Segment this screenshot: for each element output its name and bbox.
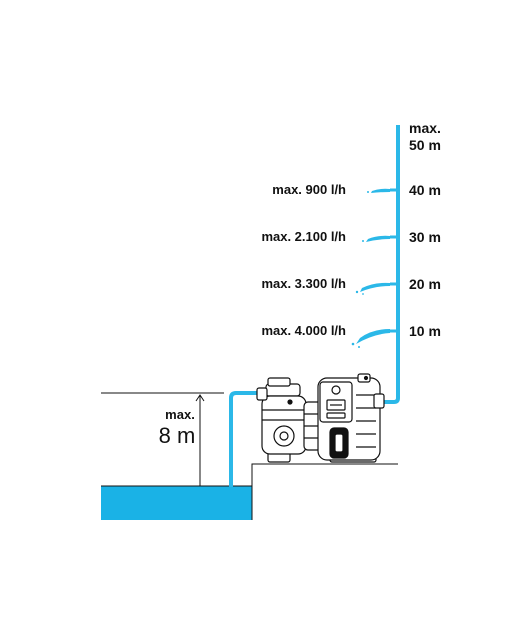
jet-10m [351,329,390,348]
suction-height-value: 8 m [158,423,196,448]
jet-40m [367,188,390,193]
height-label-10m: 10 m [409,323,441,339]
height-label-20m: 20 m [409,276,441,292]
suction-pipe [229,391,262,487]
discharge-max-line2: 50 m [409,137,441,153]
garden-pump-icon [256,373,385,463]
suction-max-label: max. [165,407,195,422]
platform-outline [251,463,398,520]
flow-label-20m: max. 3.300 l/h [261,276,346,291]
jet-20m [355,282,390,295]
jet-30m [362,235,390,242]
flow-label-10m: max. 4.000 l/h [261,323,346,338]
discharge-max-label: max. 50 m [409,120,441,154]
height-label-40m: 40 m [409,182,441,198]
water-reservoir [101,486,252,520]
height-label-30m: 30 m [409,229,441,245]
flow-label-40m: max. 900 l/h [272,182,346,197]
flow-label-30m: max. 2.100 l/h [261,229,346,244]
discharge-pipe [381,125,400,404]
discharge-max-line1: max. [409,120,441,136]
suction-arrow-head [195,394,205,402]
